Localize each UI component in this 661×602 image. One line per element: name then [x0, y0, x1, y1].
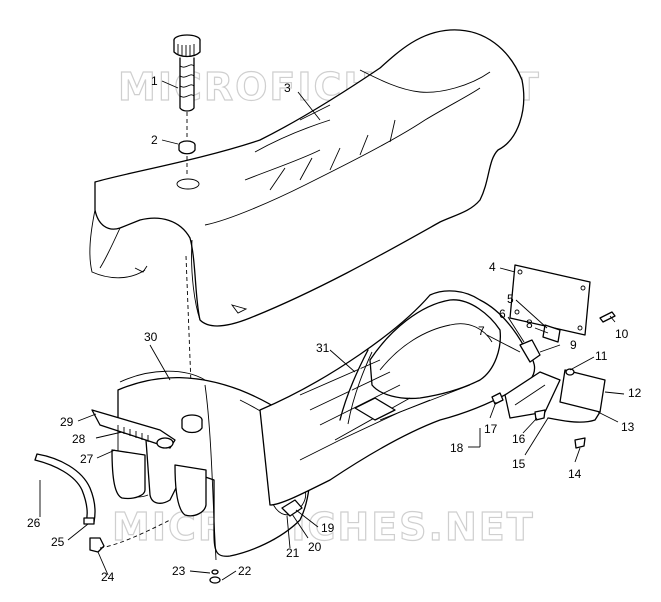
- callout-5: 5: [507, 292, 514, 306]
- frame-part-18: [259, 290, 536, 506]
- callout-10: 10: [615, 327, 629, 341]
- nut-part-11: [565, 368, 575, 376]
- clip-parts-19-21: [281, 499, 303, 517]
- callout-12: 12: [628, 386, 642, 400]
- seat-part-3: [89, 29, 525, 327]
- callout-17: 17: [484, 422, 498, 436]
- callout-8: 8: [526, 317, 533, 331]
- bolt-part-10: [599, 311, 616, 323]
- callout-9: 9: [570, 338, 577, 352]
- callout-20: 20: [308, 540, 322, 554]
- washer-part-22: [209, 576, 221, 584]
- callout-14: 14: [568, 467, 582, 481]
- callout-28: 28: [72, 432, 86, 446]
- callout-30: 30: [144, 330, 158, 344]
- callout-2: 2: [151, 133, 158, 147]
- callout-7: 7: [478, 324, 485, 338]
- fuel-pump-part-28: [91, 409, 176, 449]
- strap-part-31: [339, 349, 369, 421]
- screw-part-14: [574, 437, 586, 449]
- taillight-bracket-part-15: [504, 371, 561, 419]
- mount-part-5: [542, 324, 561, 343]
- callout-13: 13: [621, 420, 635, 434]
- screw-part-16: [534, 409, 546, 421]
- fitting-part-24: [89, 537, 105, 553]
- bracket-part-7: [519, 339, 541, 363]
- vent-line: [204, 384, 217, 561]
- callout-16: 16: [512, 432, 526, 446]
- bolt-part-23: [211, 569, 219, 575]
- callout-4: 4: [489, 260, 496, 274]
- alignment-line-fitting: [99, 519, 171, 549]
- callout-25: 25: [51, 535, 65, 549]
- callout-21: 21: [286, 546, 300, 560]
- plate-part-4: [509, 264, 591, 336]
- callout-31: 31: [316, 341, 330, 355]
- fuel-cap-part-1: [173, 34, 201, 112]
- callout-29: 29: [60, 415, 74, 429]
- callout-19: 19: [321, 521, 335, 535]
- callout-labels: 1 2 3 4 5 6 7 8 9 10 11 12 13 14 15 16 1…: [27, 74, 642, 584]
- leader-lines: [39, 80, 625, 581]
- callout-22: 22: [238, 564, 252, 578]
- strap-part-31-edge: [347, 351, 373, 425]
- callout-26: 26: [27, 516, 41, 530]
- fuel-line-part-26: [34, 453, 96, 525]
- callout-3: 3: [284, 81, 291, 95]
- callout-24: 24: [101, 570, 115, 584]
- callout-27: 27: [80, 452, 94, 466]
- callout-18: 18: [450, 441, 464, 455]
- guard-part-12: [547, 369, 606, 423]
- callout-23: 23: [172, 564, 186, 578]
- callout-11: 11: [595, 349, 608, 363]
- screw-part-17: [491, 392, 504, 405]
- callout-15: 15: [512, 457, 526, 471]
- gasket-part-2: [178, 140, 196, 155]
- callout-1: 1: [151, 74, 158, 88]
- callout-6: 6: [499, 307, 506, 321]
